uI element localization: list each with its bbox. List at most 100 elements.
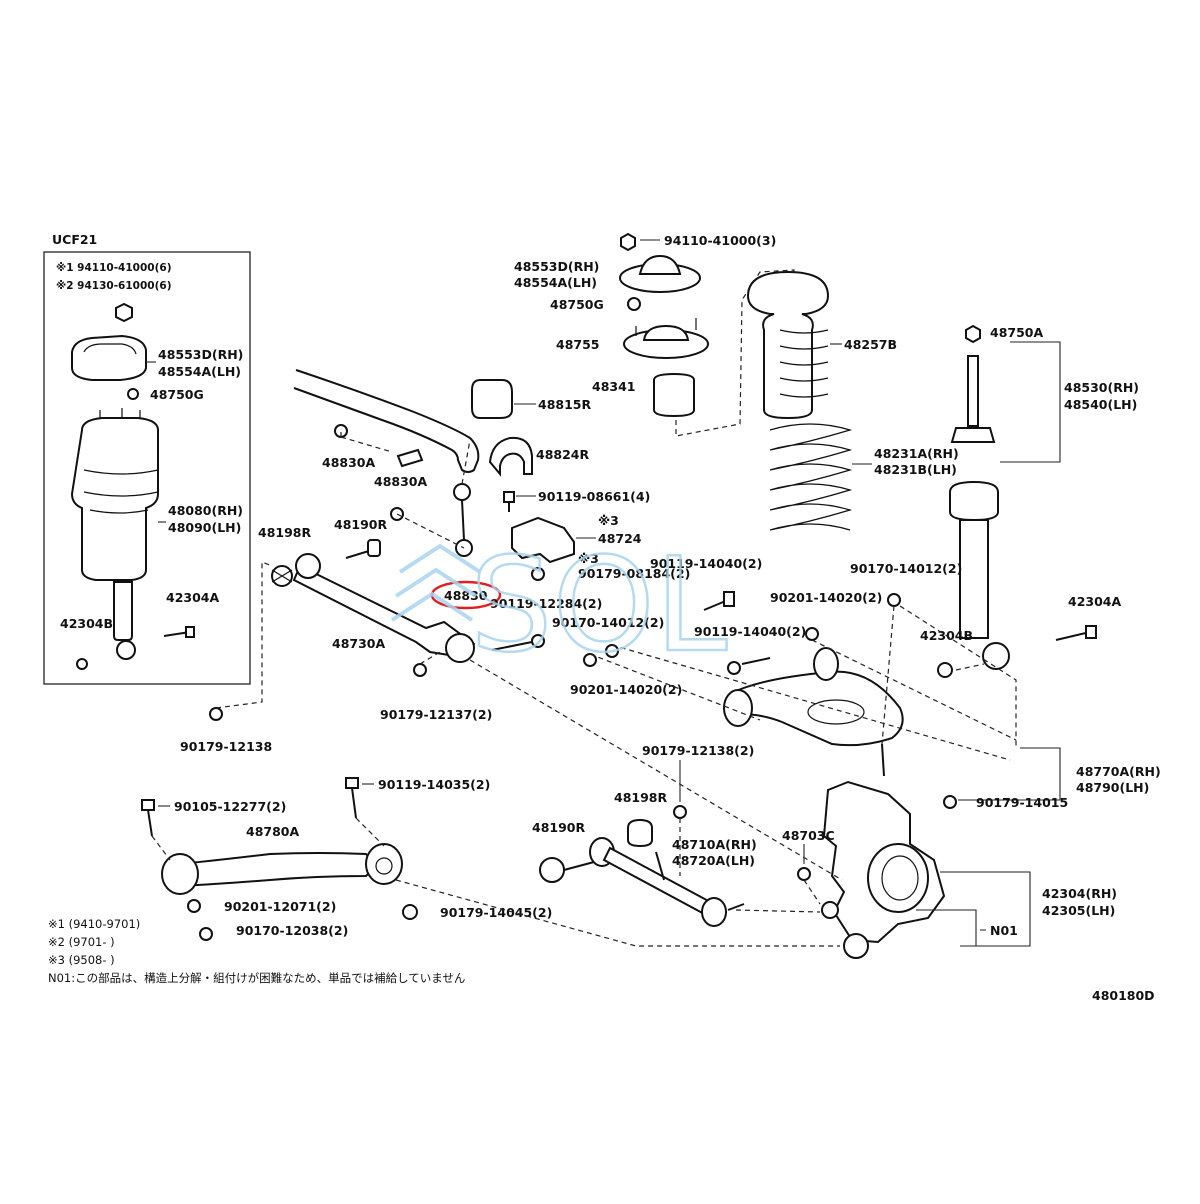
nut-14045-label: 90179-14045(2) bbox=[440, 905, 552, 920]
shock-bolt-b-icon bbox=[937, 662, 953, 678]
boot-label: 48257B bbox=[844, 337, 897, 352]
knuckle-rh-label: 42304(RH) bbox=[1042, 886, 1117, 901]
nut-14012b-label: 90170-14012(2) bbox=[850, 561, 962, 576]
footnote-2: ※2 (9701- ) bbox=[48, 935, 115, 949]
nut-14015-icon bbox=[943, 795, 957, 809]
link-a2-label: 48830A bbox=[374, 474, 427, 489]
stab-bushing-icon bbox=[471, 379, 513, 419]
nut-08184-icon bbox=[531, 567, 545, 581]
inset-top-nut-icon bbox=[115, 302, 133, 323]
watermark-logo-icon bbox=[390, 543, 482, 622]
bolt-14040a-label: 90119-14040(2) bbox=[650, 556, 762, 571]
shock-nut-icon bbox=[965, 324, 981, 344]
washer-12071-icon bbox=[187, 899, 201, 913]
bracket-48724-label: 48724 bbox=[598, 531, 642, 546]
bolt-12284-label: 90119-12284(2) bbox=[490, 596, 602, 611]
nut-12038-label: 90170-12038(2) bbox=[236, 923, 348, 938]
support-label: 48755 bbox=[556, 337, 600, 352]
inset-bolt-a-icon bbox=[163, 626, 195, 638]
upper-arm-lh-label: 48790(LH) bbox=[1076, 780, 1149, 795]
bush-r1-label: 48198R bbox=[258, 525, 311, 540]
knuckle-icon bbox=[821, 780, 946, 959]
upper-mount-icon bbox=[619, 254, 701, 293]
nut-14045-icon bbox=[402, 904, 418, 920]
upper-arm-rh-label: 48770A(RH) bbox=[1076, 764, 1161, 779]
dust-boot-icon bbox=[746, 270, 830, 420]
inset-note-2: ※2 94130-61000(6) bbox=[56, 280, 172, 292]
mark3-a: ※3 bbox=[598, 513, 619, 528]
cam-48703-icon bbox=[797, 867, 811, 881]
rear-lower-arm-icon bbox=[161, 843, 403, 895]
footnote-3: ※3 (9508- ) bbox=[48, 953, 115, 967]
link-a1-label: 48830A bbox=[322, 455, 375, 470]
bush-r1-icon bbox=[271, 565, 293, 587]
top-nut-icon bbox=[620, 232, 636, 252]
shock-bolt-a-icon bbox=[1055, 625, 1097, 641]
bush-r2-label: 48190R bbox=[334, 517, 387, 532]
inset-title: UCF21 bbox=[52, 232, 97, 247]
upper-bolt-b-icon bbox=[727, 657, 771, 675]
assembly-dashes bbox=[151, 431, 1017, 947]
nut-12138b-label: 90179-12138(2) bbox=[642, 743, 754, 758]
bolt-42304a-label: 42304A bbox=[1068, 594, 1121, 609]
bush-r4-icon bbox=[539, 857, 595, 883]
inset-air-spring-icon bbox=[70, 408, 159, 660]
stab-bush-label: 48815R bbox=[538, 397, 591, 412]
nut-12138a-icon bbox=[209, 707, 223, 721]
inset-bolt-b-icon bbox=[76, 658, 88, 670]
toe-arm-icon bbox=[589, 837, 745, 927]
nut-48750a-label: 48750A bbox=[990, 325, 1043, 340]
arm-48730-label: 48730A bbox=[332, 636, 385, 651]
mount-lh-label: 48554A(LH) bbox=[514, 275, 597, 290]
diagram-code: 480180D bbox=[1092, 988, 1155, 1003]
inset-nut-label: 48750G bbox=[150, 387, 204, 402]
strut-support-icon bbox=[623, 318, 709, 359]
link-label: 48830 bbox=[444, 588, 488, 603]
bolt-12277-icon bbox=[141, 799, 155, 837]
inset-air-rh-label: 48080(RH) bbox=[168, 503, 243, 518]
bracket-48724-icon bbox=[511, 516, 575, 564]
bolt-12277-label: 90105-12277(2) bbox=[174, 799, 286, 814]
shock-lh-label: 48540(LH) bbox=[1064, 397, 1137, 412]
spring-rh-label: 48231A(RH) bbox=[874, 446, 959, 461]
bolt-14035-icon bbox=[345, 777, 359, 819]
stabilizer-bar-icon bbox=[293, 369, 480, 473]
bumper-label: 48341 bbox=[592, 379, 636, 394]
nut-12138b-icon bbox=[673, 805, 687, 819]
n01-label: N01 bbox=[990, 923, 1018, 938]
footnote-n01: N01:この部品は、構造上分解・組付けが困難なため、単品では補給していません bbox=[48, 971, 465, 985]
nut-14012b-icon bbox=[887, 593, 901, 607]
inset-nut-icon bbox=[127, 388, 139, 400]
bush-r3-label: 48198R bbox=[614, 790, 667, 805]
nut-08184-label: 90179-08184(2) bbox=[578, 566, 690, 581]
bolt-08661-label: 90119-08661(4) bbox=[538, 489, 650, 504]
nut-14012a-label: 90170-14012(2) bbox=[552, 615, 664, 630]
inset-frame bbox=[43, 251, 251, 685]
bolt-48190-icon bbox=[345, 539, 381, 559]
mark3-b: ※3 bbox=[578, 551, 599, 566]
inset-mount-lh-label: 48554A(LH) bbox=[158, 364, 241, 379]
cam-48703-label: 48703C bbox=[782, 828, 835, 843]
nut-12137-label: 90179-12137(2) bbox=[380, 707, 492, 722]
washer-14020a-label: 90201-14020(2) bbox=[570, 682, 682, 697]
washer-14020b-label: 90201-14020(2) bbox=[770, 590, 882, 605]
mount-rh-label: 48553D(RH) bbox=[514, 259, 599, 274]
bolt-14035-label: 90119-14035(2) bbox=[378, 777, 490, 792]
shock-absorber-icon bbox=[949, 355, 1010, 670]
bump-stopper-icon bbox=[653, 372, 695, 418]
inset-panel: UCF21 ※1 94110-41000(6) ※2 94130-61000(6… bbox=[43, 232, 251, 685]
stab-bracket-icon bbox=[488, 436, 533, 477]
nut-12138a-label: 90179-12138 bbox=[180, 739, 272, 754]
nut-12137-icon bbox=[413, 663, 427, 677]
upper-arm-icon bbox=[723, 647, 904, 777]
inset-upper-mount-icon bbox=[71, 334, 147, 381]
stab-link-icon bbox=[453, 483, 473, 557]
arm-48780-label: 48780A bbox=[246, 824, 299, 839]
toe-lh-label: 48720A(LH) bbox=[672, 853, 755, 868]
washer-14020b-icon bbox=[805, 627, 819, 641]
lower-arm-48730-icon bbox=[292, 553, 476, 663]
knuckle-lh-label: 42305(LH) bbox=[1042, 903, 1115, 918]
inset-note-1: ※1 94110-41000(6) bbox=[56, 262, 172, 274]
top-nut-label: 94110-41000(3) bbox=[664, 233, 776, 248]
